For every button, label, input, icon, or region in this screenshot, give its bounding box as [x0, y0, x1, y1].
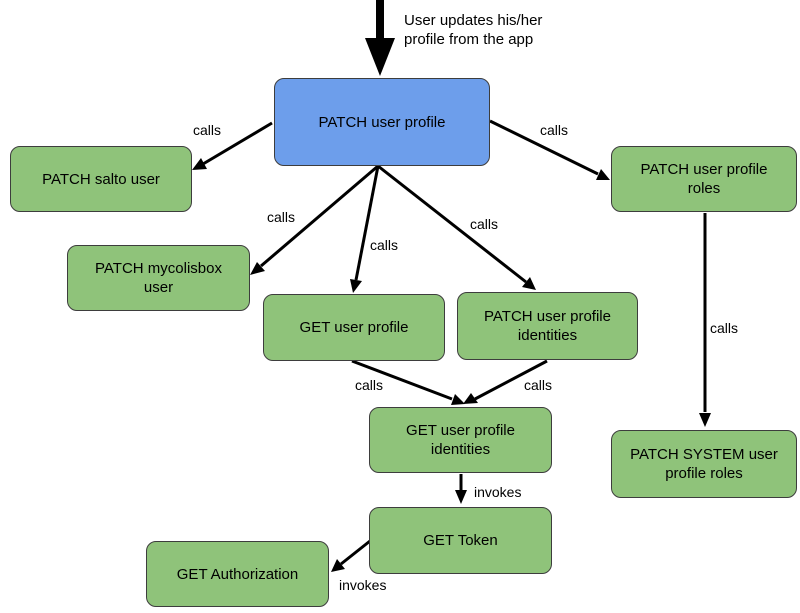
arrowhead-get-identities-left — [451, 394, 465, 405]
node-label-line2: identities — [430, 441, 491, 458]
arrowhead-get-user-profile — [350, 279, 362, 293]
arrowhead-salto — [192, 158, 207, 170]
entry-note-line2: profile from the app — [404, 31, 534, 48]
node-patch-mycolisbox-user: PATCH mycolisbox user — [67, 245, 250, 311]
node-label-line2: profile roles — [665, 465, 743, 482]
node-label-line1: PATCH user profile — [484, 308, 611, 325]
node-label-line1: GET user profile — [299, 319, 409, 336]
edge-label-get-identities-left: calls — [355, 377, 384, 393]
node-label-line1: GET Authorization — [176, 565, 299, 583]
edge-label-roles: calls — [540, 122, 569, 138]
node-label-line1: PATCH salto user — [42, 170, 160, 188]
node-label-line2: user — [143, 279, 174, 296]
edge-label-get-user-profile: calls — [370, 237, 399, 253]
arrowhead-roles — [596, 169, 610, 180]
node-patch-salto-user: PATCH salto user — [10, 146, 192, 212]
node-label-line1: PATCH user profile — [318, 113, 446, 131]
edge-to-patch-salto-user — [202, 121, 273, 166]
edge-app-to-patch-user-profile — [365, 0, 395, 76]
arrowhead-mycolisbox — [250, 262, 265, 275]
entry-note-line1: User updates his/her — [404, 12, 543, 29]
node-label-line2: roles — [687, 180, 721, 197]
arrowhead-patch-identities — [522, 277, 536, 290]
arrowhead-get-identities-right — [463, 393, 478, 404]
edge-label-system-roles: calls — [710, 320, 739, 336]
entry-note: User updates his/her profile from the ap… — [404, 11, 542, 49]
arrowhead-authorization — [331, 559, 345, 572]
node-label-line1: GET user profile — [406, 422, 515, 439]
node-patch-user-profile: PATCH user profile — [274, 78, 490, 166]
node-label-line2: identities — [517, 327, 578, 344]
edge-token-to-authorization — [340, 539, 371, 566]
node-get-token: GET Token — [369, 507, 552, 574]
node-patch-user-profile-identities: PATCH user profile identities — [457, 292, 638, 360]
node-patch-user-profile-roles: PATCH user profile roles — [611, 146, 797, 212]
edge-label-authorization: invokes — [339, 577, 387, 593]
node-get-user-profile-identities: GET user profile identities — [369, 407, 552, 473]
node-label-line1: GET Token — [423, 532, 498, 549]
node-label-line1: PATCH mycolisbox — [95, 260, 222, 277]
node-label-line1: PATCH user profile — [640, 161, 768, 178]
edge-to-patch-user-profile-identities — [377, 164, 527, 284]
edge-label-patch-identities: calls — [470, 216, 499, 232]
edge-to-patch-mycolisbox-user — [260, 164, 379, 268]
edge-to-patch-user-profile-roles — [489, 119, 599, 176]
edge-label-get-identities-right: calls — [524, 377, 553, 393]
node-patch-system-user-profile-roles: PATCH SYSTEM user profile roles — [611, 430, 797, 498]
edge-to-get-user-profile — [354, 165, 380, 281]
node-label-line1: PATCH SYSTEM user — [630, 446, 778, 463]
node-get-user-profile: GET user profile — [263, 294, 445, 361]
edge-get-user-profile-to-identities — [351, 359, 453, 401]
arrowhead-token — [455, 490, 467, 504]
edge-label-salto: calls — [193, 122, 222, 138]
edge-label-token: invokes — [474, 484, 522, 500]
arrowhead-system-roles — [699, 413, 711, 427]
node-get-authorization: GET Authorization — [146, 541, 329, 607]
edge-label-mycolisbox: calls — [267, 209, 296, 225]
edge-patch-identities-to-get-identities — [474, 359, 548, 401]
